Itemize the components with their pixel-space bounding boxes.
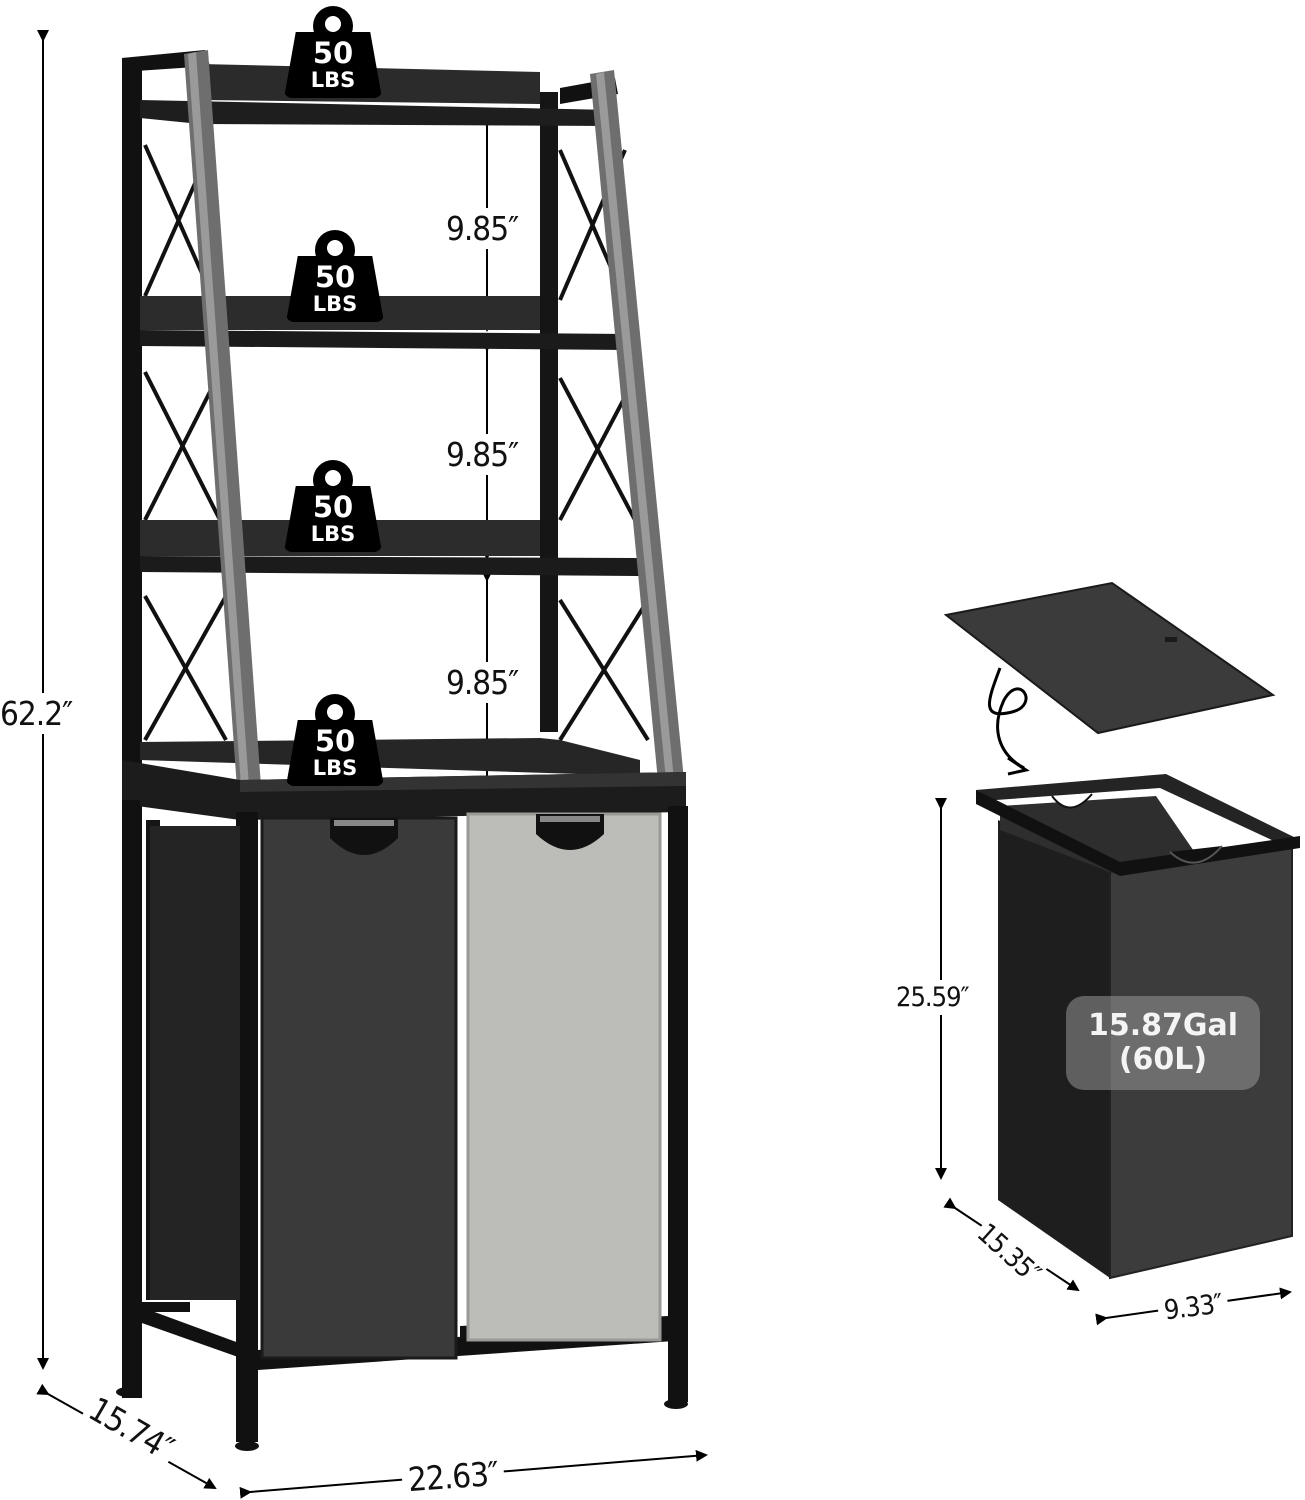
capacity-gallons: 15.87Gal [1087, 1007, 1239, 1043]
shelf-spacing-label-3: 9.85″ [446, 662, 519, 703]
hamper-height-label: 25.59″ [896, 980, 970, 1015]
lid-rotation-arrow [988, 667, 1030, 776]
hamper-lid [943, 581, 1276, 735]
capacity-badge: 15.87Gal (60L) [1066, 996, 1260, 1090]
width-label: 22.63″ [400, 1454, 506, 1499]
hamper-light[interactable] [466, 812, 662, 1342]
shelf-spacing-label-1: 9.85″ [446, 208, 519, 249]
shelf-unit [116, 50, 688, 1451]
height-label: 62.2″ [0, 693, 73, 734]
shelf-spacing-label-2: 9.85″ [446, 434, 519, 475]
capacity-liters: (60L) [1118, 1042, 1208, 1077]
hamper-dark[interactable] [260, 816, 458, 1360]
